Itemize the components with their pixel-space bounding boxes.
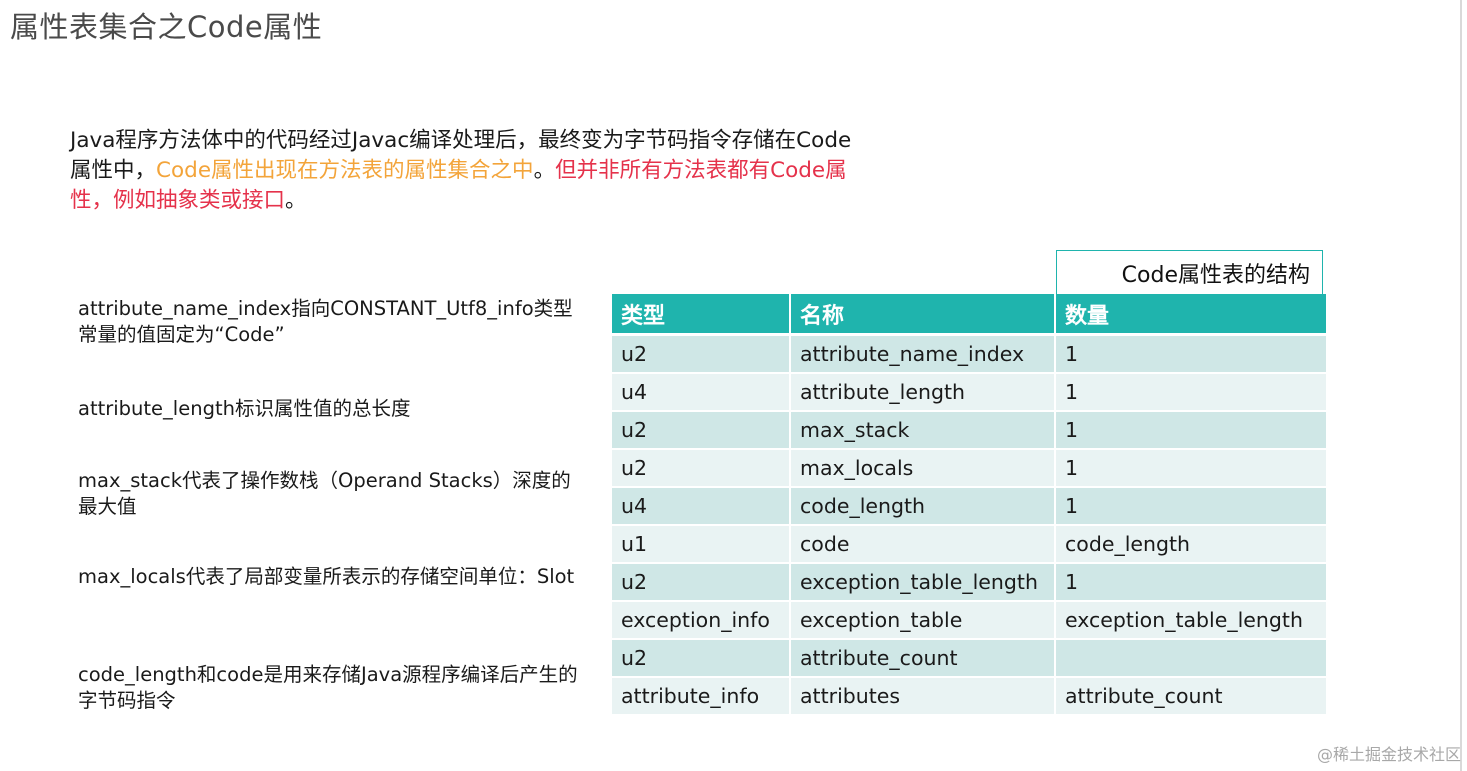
- cell-count: [1055, 639, 1326, 678]
- table-row: attribute_info attributes attribute_coun…: [612, 677, 1326, 716]
- description-max-stack: max_stack代表了操作数栈（Operand Stacks）深度的最大值: [78, 469, 571, 518]
- cell-count: 1: [1055, 563, 1326, 602]
- description-code-length: code_length和code是用来存储Java源程序编译后产生的字节码指令: [78, 663, 578, 712]
- cell-count: 1: [1055, 449, 1326, 488]
- cell-type: attribute_info: [612, 677, 791, 716]
- cell-name: attributes: [790, 677, 1056, 716]
- page-title: 属性表集合之Code属性: [10, 10, 323, 44]
- cell-type: u2: [612, 639, 791, 678]
- cell-name: code_length: [790, 487, 1056, 526]
- intro-text-plain: Java程序方法体中的代码经过Javac编译处理后，最终变为字节码指令存储在Co…: [70, 128, 852, 183]
- intro-text-orange-highlight: Code属性出现在方法表的属性集合之中: [156, 158, 534, 183]
- cell-name: exception_table: [790, 601, 1056, 640]
- cell-type: u4: [612, 373, 791, 412]
- cell-type: u2: [612, 449, 791, 488]
- code-attribute-table: 类型 名称 数量 u2 attribute_name_index 1 u4 at…: [612, 294, 1326, 716]
- cell-name: attribute_name_index: [790, 334, 1056, 374]
- intro-text-red-highlight: 但并非所有方法表都有Code属性，例如抽象类或接口: [70, 158, 847, 213]
- cell-count: 1: [1055, 411, 1326, 450]
- intro-text-period: 。: [285, 188, 307, 213]
- table-header-row: 类型 名称 数量: [612, 294, 1326, 336]
- cell-count: exception_table_length: [1055, 601, 1326, 640]
- description-attribute-length: attribute_length标识属性值的总长度: [78, 397, 411, 420]
- description-attribute-name-index: attribute_name_index指向CONSTANT_Utf8_info…: [78, 297, 573, 346]
- cell-count: 1: [1055, 487, 1326, 526]
- description-max-locals: max_locals代表了局部变量所表示的存储空间单位：Slot: [78, 565, 575, 588]
- header-count: 数量: [1055, 294, 1326, 336]
- header-name: 名称: [790, 294, 1056, 336]
- intro-text-period: 。: [533, 158, 556, 183]
- cell-type: u2: [612, 334, 791, 374]
- cell-type: u2: [612, 411, 791, 450]
- table-row: u4 code_length 1: [612, 487, 1326, 526]
- table-row: u2 attribute_count: [612, 639, 1326, 678]
- cell-type: u4: [612, 487, 791, 526]
- table-caption-text: Code属性表的结构: [1121, 262, 1310, 288]
- table-row: u4 attribute_length 1: [612, 373, 1326, 412]
- table-row: u2 max_locals 1: [612, 449, 1326, 488]
- cell-count: attribute_count: [1055, 677, 1326, 716]
- cell-name: attribute_length: [790, 373, 1056, 412]
- table-caption: Code属性表的结构: [1056, 250, 1323, 294]
- slide-right-border: [1460, 0, 1462, 771]
- cell-type: u2: [612, 563, 791, 602]
- table-row: u2 attribute_name_index 1: [612, 334, 1326, 374]
- cell-name: attribute_count: [790, 639, 1056, 678]
- cell-name: max_stack: [790, 411, 1056, 450]
- cell-count: 1: [1055, 334, 1326, 374]
- watermark: @稀土掘金技术社区: [1316, 745, 1461, 764]
- cell-count: 1: [1055, 373, 1326, 412]
- cell-name: code: [790, 525, 1056, 564]
- table-row: u2 exception_table_length 1: [612, 563, 1326, 602]
- cell-name: exception_table_length: [790, 563, 1056, 602]
- intro-paragraph: Java程序方法体中的代码经过Javac编译处理后，最终变为字节码指令存储在Co…: [70, 126, 870, 216]
- table-row: u1 code code_length: [612, 525, 1326, 564]
- cell-count: code_length: [1055, 525, 1326, 564]
- table-row: u2 max_stack 1: [612, 411, 1326, 450]
- header-type: 类型: [612, 294, 791, 336]
- cell-type: u1: [612, 525, 791, 564]
- cell-type: exception_info: [612, 601, 791, 640]
- cell-name: max_locals: [790, 449, 1056, 488]
- table-row: exception_info exception_table exception…: [612, 601, 1326, 640]
